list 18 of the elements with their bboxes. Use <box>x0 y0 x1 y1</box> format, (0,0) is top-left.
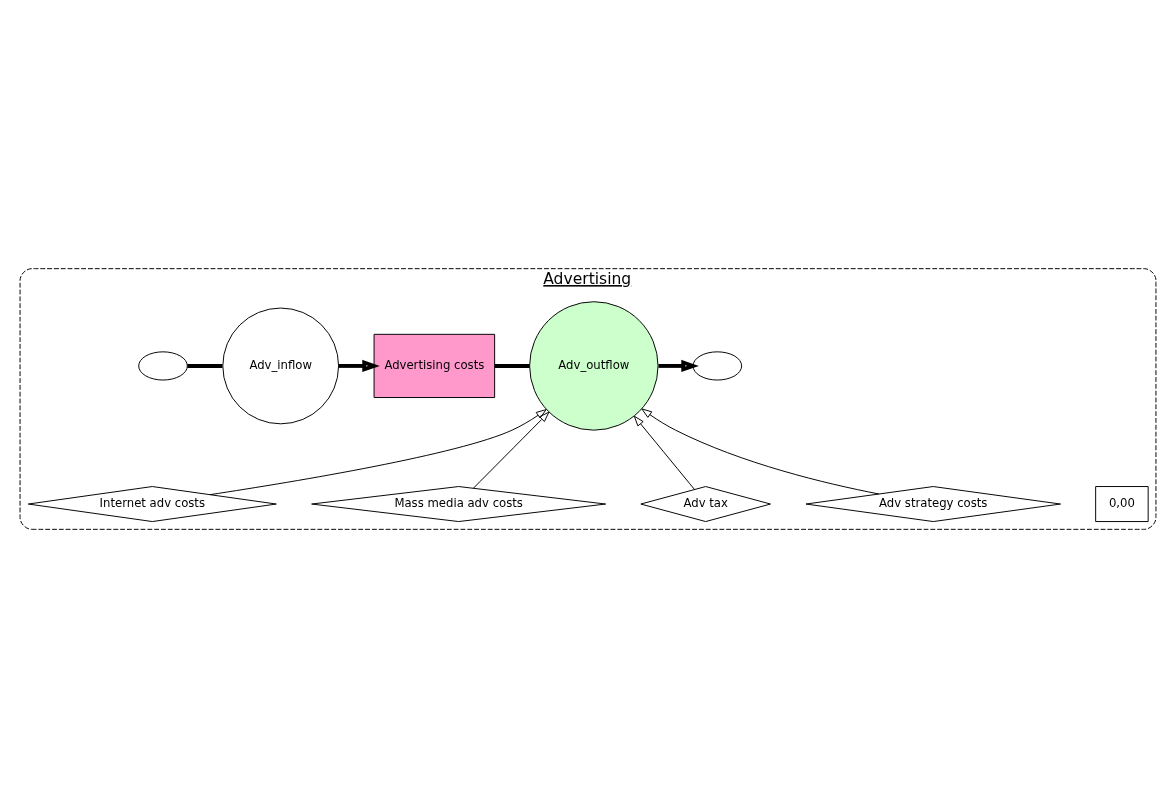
arrow <box>472 411 550 489</box>
node-circle: Adv_outflow <box>529 301 659 431</box>
node-box: 0,00 <box>1095 486 1149 523</box>
arrow <box>658 359 699 373</box>
node-cloud <box>692 351 743 381</box>
arrow <box>209 409 547 496</box>
node-diamond: Adv tax <box>640 486 771 523</box>
node-diamond: Internet adv costs <box>27 486 277 523</box>
arrow <box>641 408 880 495</box>
node-diamond: Adv strategy costs <box>805 486 1062 523</box>
node-box: Advertising costs <box>373 333 496 399</box>
connector <box>494 364 530 368</box>
arrow <box>633 415 696 490</box>
arrow <box>338 359 380 373</box>
node-cloud <box>138 351 188 381</box>
node-circle: Adv_inflow <box>222 307 340 425</box>
connector <box>187 364 223 368</box>
node-diamond: Mass media adv costs <box>311 486 607 523</box>
